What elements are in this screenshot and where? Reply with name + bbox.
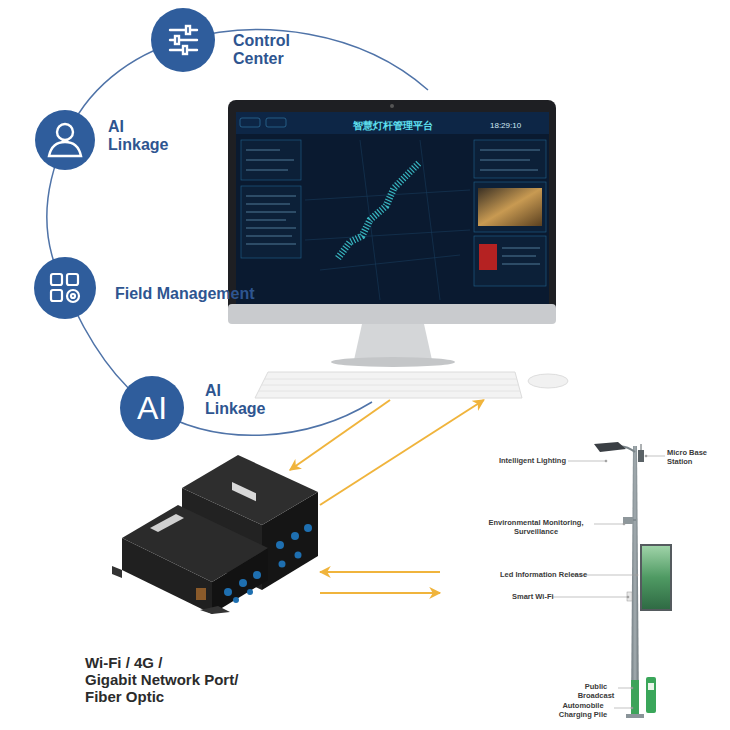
screen-panel	[474, 236, 546, 286]
pole-callout: Smart Wi-Fi	[512, 593, 554, 602]
screen-button	[266, 118, 286, 127]
screen-rows	[246, 150, 296, 244]
smart-pole: Intelligent Lighting Micro Base StationEn…	[440, 440, 725, 720]
gateway-device: Wi-Fi / 4G / Gigabit Network Port/ Fiber…	[85, 470, 320, 705]
screen-button	[240, 118, 260, 127]
computer-monitor: 智慧灯杆管理平台 18:29:10	[228, 100, 556, 400]
leader-lines	[552, 455, 665, 709]
monitor-bezel	[228, 100, 556, 324]
screen-panel	[241, 186, 301, 258]
map-roads	[305, 140, 470, 300]
node-label: AI Linkage	[205, 382, 275, 418]
screen-panel	[474, 182, 546, 232]
icon-circle: AIAI Linkage	[120, 376, 184, 440]
sliders-icon	[170, 26, 197, 54]
alert-thumbnail	[479, 244, 497, 270]
pole-callout: Automobile Charging Pile	[555, 702, 611, 719]
icon-circle: Field Management	[34, 257, 96, 319]
flow-arrow	[290, 400, 390, 470]
screen	[236, 112, 549, 304]
connectivity-label: Wi-Fi / 4G / Gigabit Network Port/ Fiber…	[85, 654, 315, 705]
pole-callout: Led Information Release	[500, 571, 587, 580]
smart-pole-illustration	[594, 442, 672, 718]
icon-circle: Control Center	[151, 8, 215, 72]
pole-callout: Public Broadcast	[574, 683, 618, 700]
monitor-stand	[354, 324, 432, 360]
screen-clock: 18:29:10	[490, 121, 540, 131]
monitor-base	[331, 357, 455, 367]
mouse	[528, 374, 568, 388]
node-label: Control Center	[233, 32, 313, 68]
monitor-chin	[228, 304, 556, 324]
flow-arrow	[320, 400, 484, 505]
keyboard-keys	[259, 379, 520, 391]
gateway-hardware	[112, 455, 318, 614]
node-label: Field Management	[115, 285, 255, 303]
camera-thumbnail	[478, 188, 542, 226]
flow-arrow	[320, 592, 440, 594]
screen-rows	[480, 150, 540, 264]
ai-symbol: AI	[120, 390, 184, 426]
grid-icon	[51, 274, 79, 302]
screen-panel	[241, 140, 301, 180]
pole-callout: Environmental Monitoring, Surveillance	[476, 519, 596, 536]
screen-panel	[474, 140, 546, 178]
icon-circle: AI Linkage	[35, 110, 95, 170]
keyboard	[255, 372, 522, 398]
screen-header	[236, 112, 549, 134]
person-icon	[49, 124, 81, 156]
webcam	[390, 104, 394, 108]
pole-callout: Intelligent Lighting	[484, 457, 566, 466]
map-route	[338, 162, 420, 258]
flow-arrow	[320, 571, 440, 573]
screen-title: 智慧灯杆管理平台	[336, 120, 450, 132]
pole-callout: Micro Base Station	[667, 449, 717, 466]
node-label: AI Linkage	[108, 118, 178, 154]
